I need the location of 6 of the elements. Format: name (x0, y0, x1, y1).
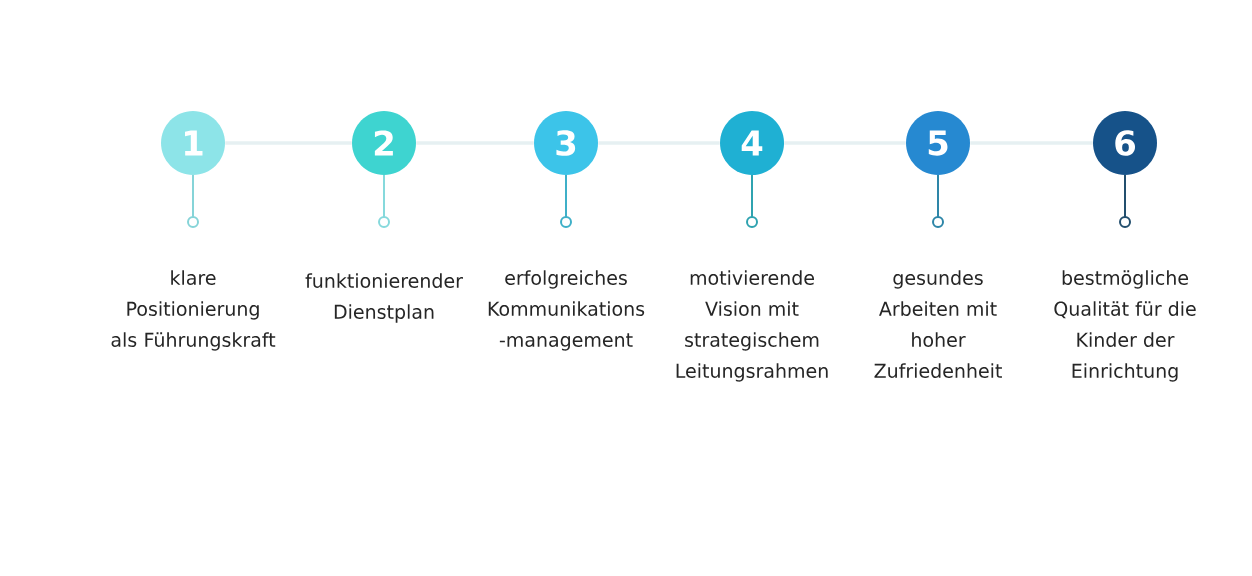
step-description: gesundes Arbeiten mit hoher Zufriedenheit (874, 270, 1002, 378)
step-description: erfolgreiches Kommunikations -management (488, 270, 645, 351)
step-description: funktionierender Dienstplan (305, 273, 463, 323)
step-description: klare Positionierung als Führungskraft (111, 270, 276, 351)
step-description: bestmögliche Qualität für die Kinder der Einrichtung (1054, 270, 1196, 382)
step-description: motivierende Vision mit strategischem Leitungsrahmen (676, 270, 828, 382)
